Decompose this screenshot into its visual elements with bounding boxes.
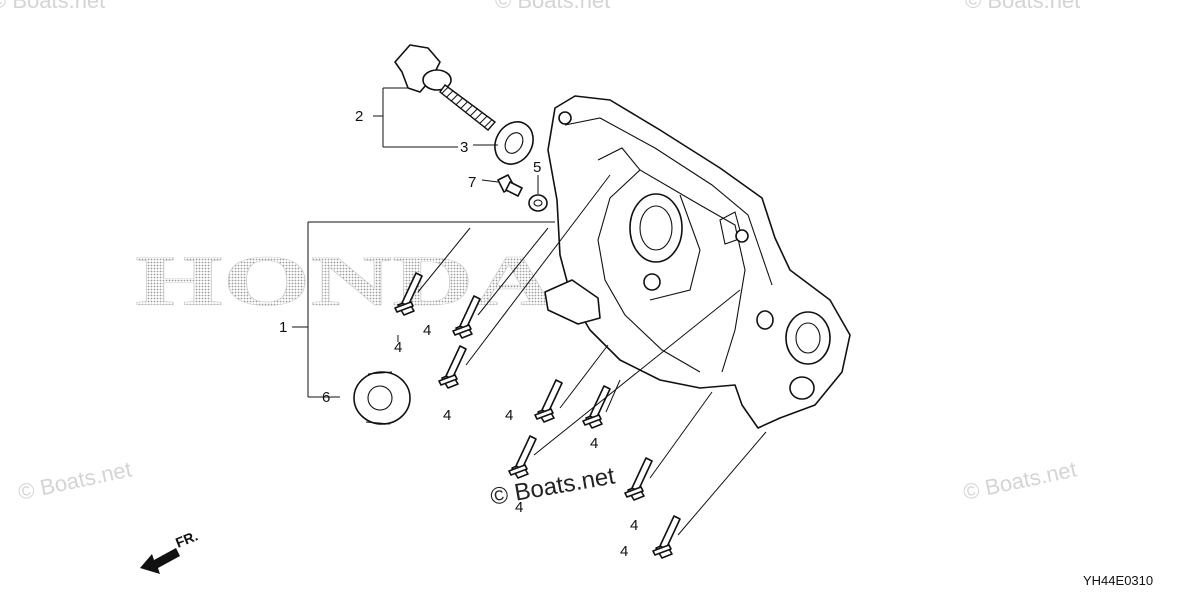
front-label: FR. xyxy=(173,527,200,550)
callout-2: 2 xyxy=(355,108,363,125)
callout-4-h: 4 xyxy=(620,543,628,560)
callout-1: 1 xyxy=(279,319,287,336)
callout-4-g: 4 xyxy=(630,517,638,534)
flange-bolt-icon xyxy=(582,385,611,429)
bolt-icon xyxy=(497,174,523,197)
washer-small-icon xyxy=(528,194,548,212)
flange-bolt-icon xyxy=(508,435,537,479)
callout-4-b: 4 xyxy=(423,322,431,339)
watermark-top-right: © Boats.net xyxy=(965,0,1080,13)
callout-3: 3 xyxy=(460,139,468,156)
callout-4-a: 4 xyxy=(394,339,402,356)
flange-bolt-icon xyxy=(652,515,681,559)
watermark-top-center: © Boats.net xyxy=(495,0,610,13)
watermark-bottom-right: © Boats.net xyxy=(961,456,1079,504)
callout-7: 7 xyxy=(468,174,476,191)
watermark-top-left: © Boats.net xyxy=(0,0,105,13)
oil-seal-icon xyxy=(353,371,411,425)
oil-dipstick-icon xyxy=(394,44,497,131)
brand-watermark: HONDA xyxy=(135,241,555,321)
callout-6: 6 xyxy=(322,389,330,406)
flange-bolt-icon xyxy=(624,457,653,501)
callout-4-e: 4 xyxy=(590,435,598,452)
washer-icon xyxy=(494,121,534,165)
front-arrow-icon xyxy=(140,548,180,574)
diagram-code: YH44E0310 xyxy=(1083,573,1153,588)
watermark-bottom-left: © Boats.net xyxy=(16,456,134,504)
callout-4-f: 4 xyxy=(515,499,523,516)
callout-4-d: 4 xyxy=(505,407,513,424)
watermark-center: © Boats.net xyxy=(488,462,617,510)
leader-lines xyxy=(292,87,767,536)
crankcase-cover-icon xyxy=(544,95,851,429)
callout-4-c: 4 xyxy=(443,407,451,424)
flange-bolt-icon xyxy=(534,379,563,423)
callout-5: 5 xyxy=(533,159,541,176)
flange-bolt-icon xyxy=(438,345,467,389)
